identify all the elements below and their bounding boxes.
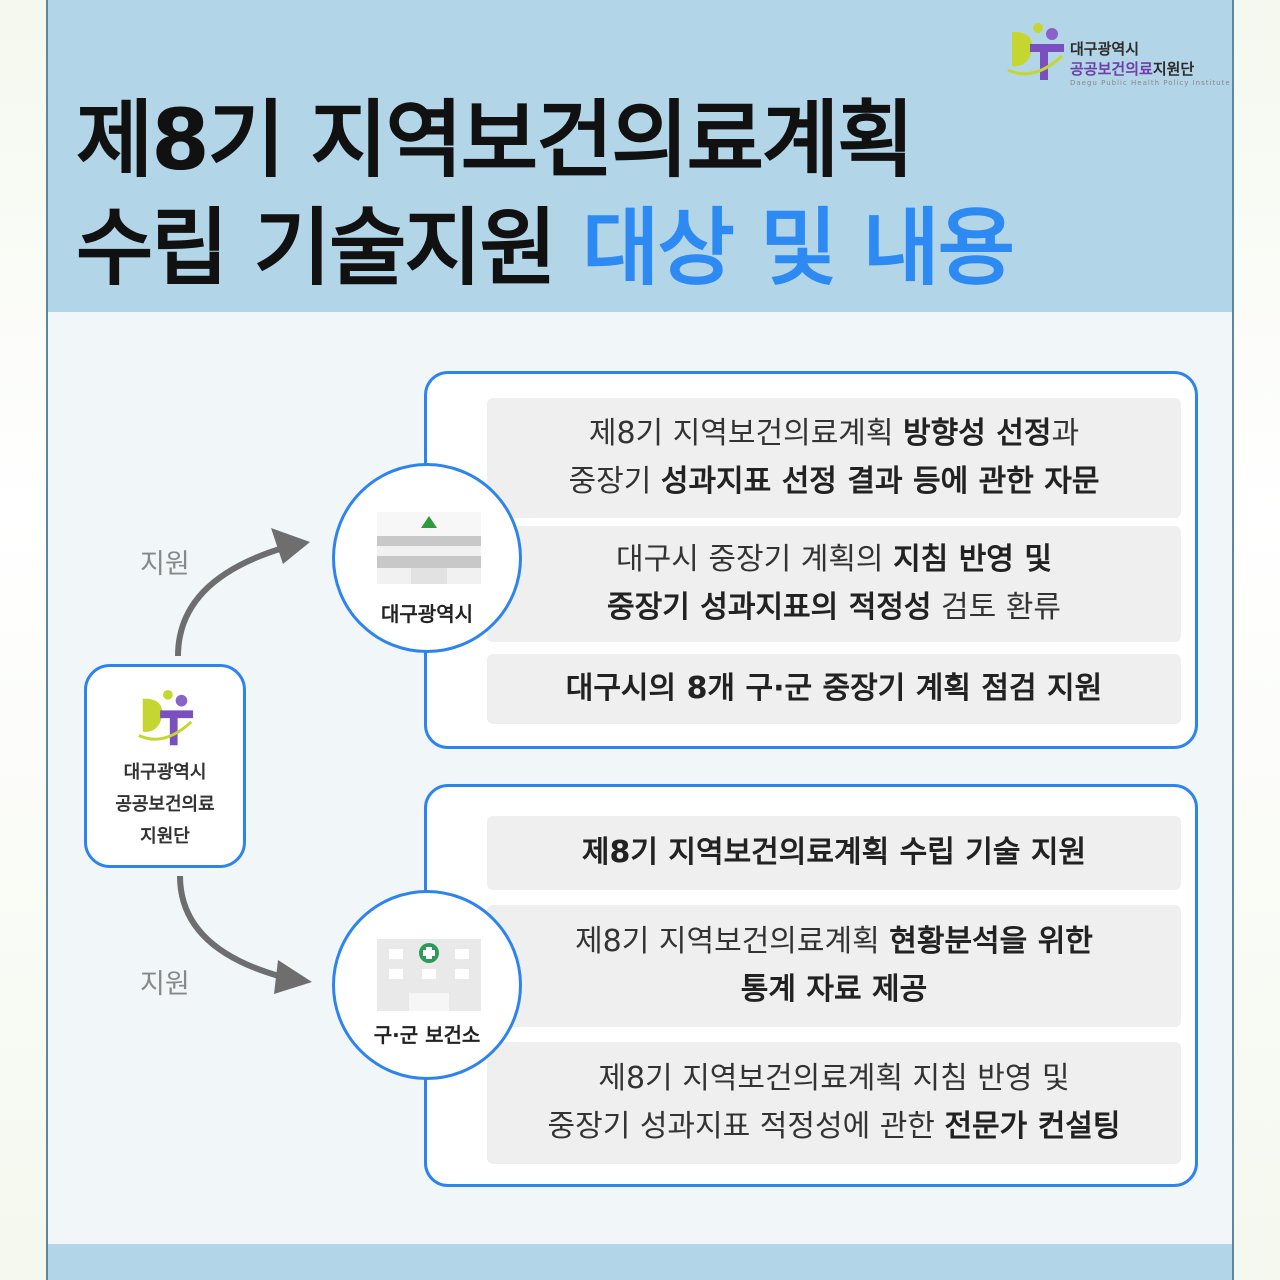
page-title: 제8기 지역보건의료계획 수립 기술지원 대상 및 내용 [76,86,1015,302]
body-text: 검토 환류 [931,590,1061,625]
support-item-line: 대구시의 8개 구·군 중장기 계획 점검 지원 [487,665,1181,713]
arrow-down-head [274,960,312,994]
support-label-top: 지원 [140,549,190,580]
body-text: 제8기 지역보건의료계획 [588,416,904,451]
target-circle-daegu-city: 대구광역시 [332,463,522,653]
logo-org-line-1: 대구광역시 [1070,40,1140,58]
footer-band [48,1244,1232,1280]
target-name: 대구광역시 [381,602,473,626]
support-item-line: 중장기 성과지표 선정 결과 등에 관한 자문 [487,458,1181,506]
org-name: 대구광역시 공공보건의료 지원단 [87,757,243,853]
body-text: 중장기 [568,464,661,499]
title-line-1: 제8기 지역보건의료계획 [76,91,914,189]
city-hall-building-icon [377,512,481,584]
emphasis-text: 성과지표 선정 결과 등에 관한 자문 [660,464,1100,499]
arrow-up-head [271,528,310,564]
logo-org-line-2: 공공보건의료지원단 [1070,58,1194,79]
body-text: 대구시 중장기 계획의 [616,542,894,577]
body-text: 제8기 지역보건의료계획 지침 반영 및 [598,1061,1070,1096]
support-item: 제8기 지역보건의료계획 수립 기술 지원 [487,816,1181,890]
target-circle-district-health-center: 구·군 보건소 [332,890,522,1080]
support-item-line: 제8기 지역보건의료계획 수립 기술 지원 [487,829,1181,877]
emphasis-text: 현황분석을 위한 [889,924,1093,959]
support-item-line: 대구시 중장기 계획의 지침 반영 및 [487,536,1181,584]
body-text: 과 [1051,416,1080,451]
support-item: 대구시의 8개 구·군 중장기 계획 점검 지원 [487,654,1181,724]
support-item-line: 통계 자료 제공 [487,966,1181,1014]
poster-frame: 제8기 지역보건의료계획 수립 기술지원 대상 및 내용 대구광역시 공공보건의… [46,0,1234,1280]
title-line-2: 수립 기술지원 [76,199,583,297]
emphasis-text: 전문가 컨설팅 [944,1109,1121,1144]
support-item-line: 중장기 성과지표의 적정성 검토 환류 [487,584,1181,632]
emphasis-text: 방향성 선정 [903,416,1052,451]
org-logo-icon [138,689,194,746]
emphasis-text: 지침 반영 및 [893,542,1052,577]
flow-arrows [175,528,312,994]
arrow-down-curve [177,875,287,981]
body-text: 제8기 지역보건의료계획 [575,924,890,959]
health-center-building-icon [377,939,481,1011]
emphasis-text: 제8기 지역보건의료계획 수립 기술 지원 [581,835,1087,870]
logo-mark-icon [1007,23,1064,80]
title-accent: 대상 및 내용 [582,199,1015,297]
logo-org-accent: 공공보건의료 [1070,60,1153,78]
emphasis-text: 대구시의 8개 구·군 중장기 계획 점검 지원 [565,671,1103,706]
support-org-box: 대구광역시 공공보건의료 지원단 [84,664,246,868]
support-item-line: 중장기 성과지표 적정성에 관한 전문가 컨설팅 [487,1103,1181,1151]
institute-logo: 대구광역시 공공보건의료지원단 Daegu Public Health Poli… [1004,22,1234,92]
emphasis-text: 중장기 성과지표의 적정성 [607,590,932,625]
logo-org-plain: 지원단 [1152,60,1195,78]
support-item-line: 제8기 지역보건의료계획 방향성 선정과 [487,410,1181,458]
arrow-up-curve [175,545,284,657]
body-text: 중장기 성과지표 적정성에 관한 [547,1109,945,1144]
target-name: 구·군 보건소 [373,1023,481,1047]
header-band: 제8기 지역보건의료계획 수립 기술지원 대상 및 내용 대구광역시 공공보건의… [48,0,1232,312]
background-right [1234,0,1280,1280]
org-name-line: 대구광역시 [123,762,207,783]
emphasis-text: 통계 자료 제공 [740,972,928,1007]
background-left [0,0,46,1280]
org-name-line: 지원단 [140,826,190,847]
logo-english-name: Daegu Public Health Policy Institute [1070,79,1231,87]
org-name-line: 공공보건의료 [115,794,215,815]
support-item-line: 제8기 지역보건의료계획 지침 반영 및 [487,1055,1181,1103]
support-label-bottom: 지원 [140,969,190,1000]
panel-district-health-center: 제8기 지역보건의료계획 수립 기술 지원 제8기 지역보건의료계획 현황분석을… [424,784,1198,1187]
support-item-line: 제8기 지역보건의료계획 현황분석을 위한 [487,918,1181,966]
